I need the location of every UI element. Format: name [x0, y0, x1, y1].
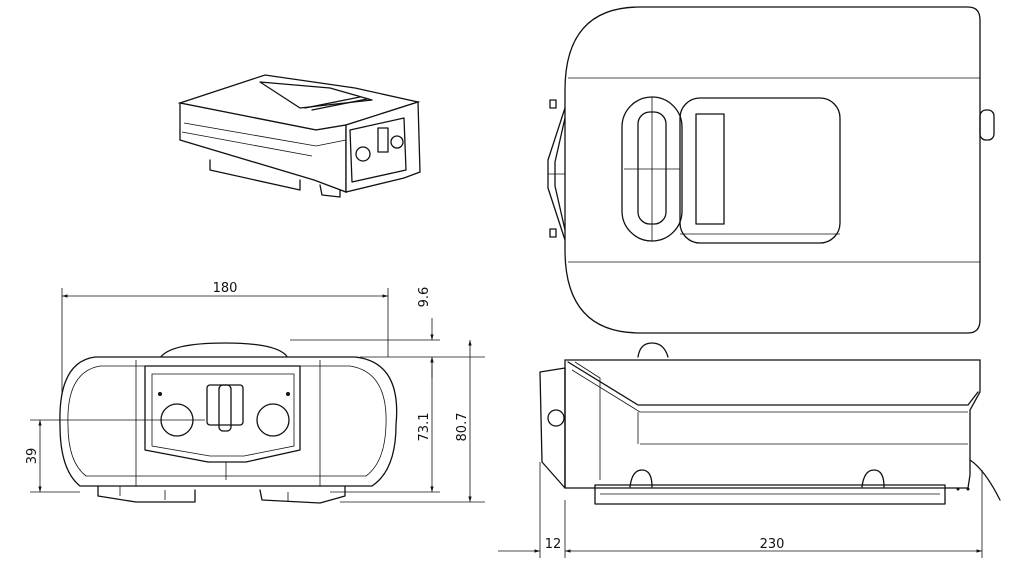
dim-bracket-depth: 12: [545, 537, 562, 552]
dimensions: 180 9.6 73.1 80.7 39 12 230: [25, 281, 983, 558]
dim-center-height: 39: [25, 448, 40, 465]
dim-top-offset: 9.6: [417, 287, 432, 308]
isometric-view: [177, 74, 421, 198]
top-view: [547, 6, 995, 334]
dim-side-length: 230: [760, 537, 785, 552]
dim-body-height: 73.1: [417, 413, 432, 442]
dim-front-width: 180: [213, 281, 238, 296]
dim-overall-height: 80.7: [455, 413, 470, 442]
side-view: [539, 342, 1001, 505]
front-view: [59, 342, 398, 504]
